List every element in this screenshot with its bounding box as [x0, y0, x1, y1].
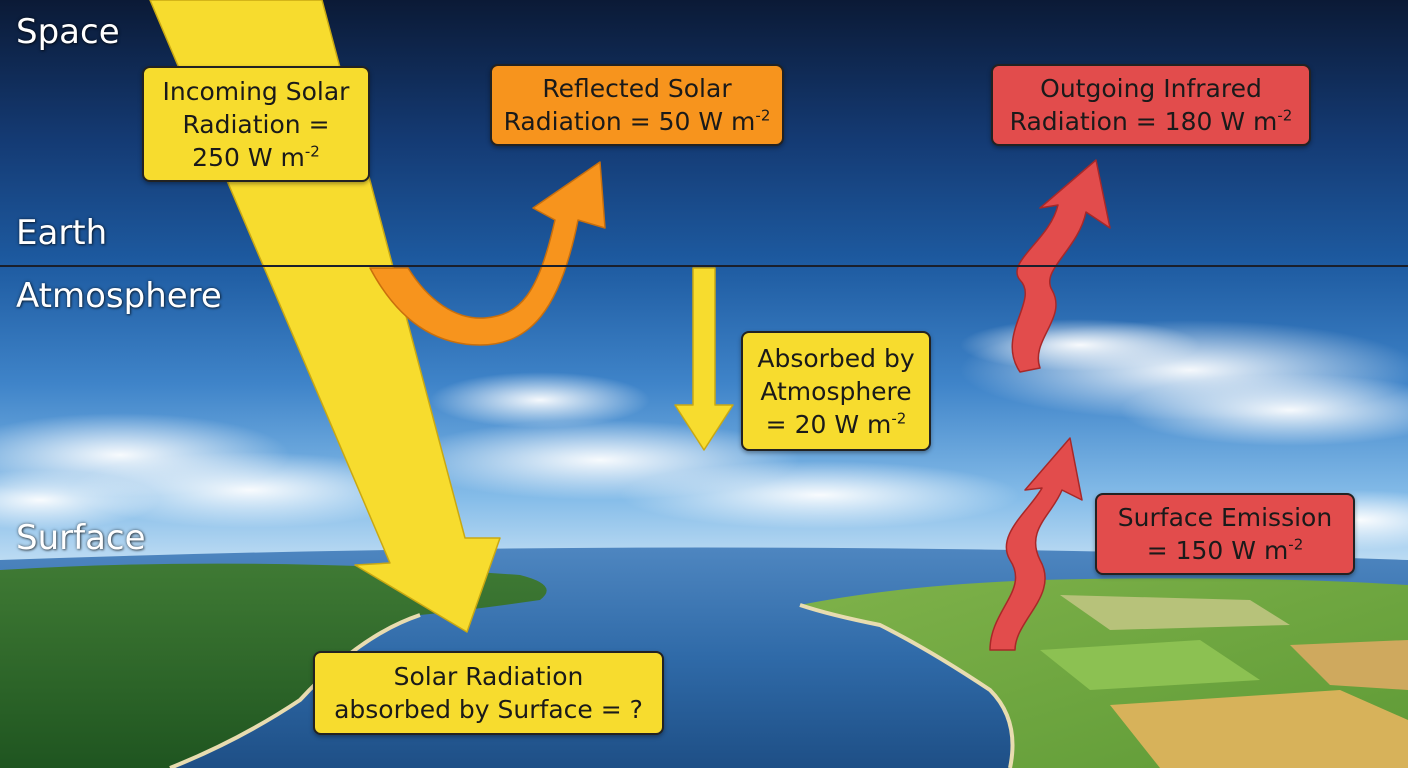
- absorbed-surface-box: Solar Radiation absorbed by Surface = ?: [313, 651, 664, 735]
- incoming-line2: Radiation =: [182, 109, 330, 139]
- absorbed-atmosphere-box: Absorbed by Atmosphere = 20 W m-2: [741, 331, 931, 451]
- earth-atmosphere-boundary: [0, 265, 1408, 267]
- outgoing-infrared-arrow: [1011, 159, 1111, 373]
- absorbed-atm-line2: Atmosphere: [760, 376, 912, 406]
- absorbed-surface-line1: Solar Radiation: [393, 662, 584, 691]
- right-shore: [799, 603, 1015, 768]
- absorbed-surface-line2: absorbed by Surface = ?: [334, 695, 643, 724]
- left-shore: [169, 613, 421, 768]
- field-patch-light: [1060, 595, 1290, 630]
- field-patch-tan: [1290, 640, 1408, 690]
- absorbed-atm-line1: Absorbed by: [757, 343, 915, 373]
- reflected-line1: Reflected Solar: [542, 74, 732, 103]
- surface-emission-line2: = 150 W m-2: [1146, 535, 1304, 565]
- label-surface: Surface: [16, 518, 146, 558]
- incoming-line3: 250 W m-2: [192, 142, 320, 172]
- outgoing-line2: Radiation = 180 W m-2: [1009, 106, 1293, 136]
- field-patch-green: [1040, 640, 1260, 690]
- surface-emission-arrow: [989, 437, 1083, 651]
- incoming-line1: Incoming Solar: [162, 76, 350, 106]
- reflected-solar-arrow: [369, 161, 606, 346]
- absorbed-atm-line3: = 20 W m-2: [765, 409, 907, 439]
- label-atmosphere: Atmosphere: [16, 276, 222, 316]
- left-forest: [0, 563, 547, 768]
- surface-emission-line1: Surface Emission: [1117, 503, 1333, 532]
- reflected-solar-box: Reflected Solar Radiation = 50 W m-2: [490, 64, 784, 146]
- outgoing-line1: Outgoing Infrared: [1040, 74, 1262, 103]
- field-patch-gold: [1110, 690, 1408, 768]
- absorbed-atmosphere-arrow: [674, 267, 734, 451]
- label-space: Space: [16, 12, 120, 52]
- reflected-line2: Radiation = 50 W m-2: [503, 106, 771, 136]
- incoming-solar-box: Incoming Solar Radiation = 250 W m-2: [142, 66, 370, 182]
- outgoing-infrared-box: Outgoing Infrared Radiation = 180 W m-2: [991, 64, 1311, 146]
- label-earth: Earth: [16, 213, 108, 253]
- surface-emission-box: Surface Emission = 150 W m-2: [1095, 493, 1355, 575]
